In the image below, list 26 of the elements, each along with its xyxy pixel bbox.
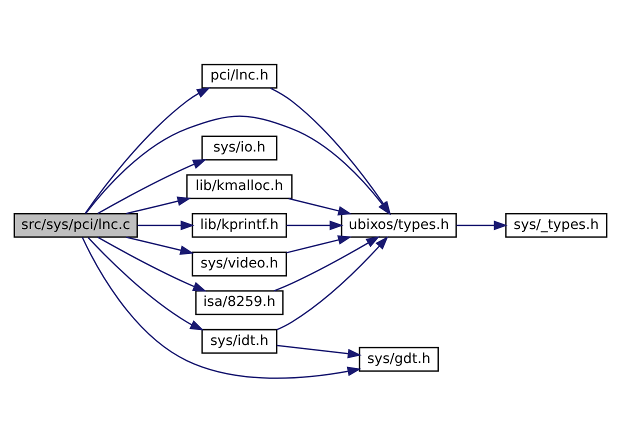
node-box: lib/kmalloc.h bbox=[186, 174, 293, 200]
arrow bbox=[97, 236, 207, 292]
arrow bbox=[276, 236, 388, 330]
node-box: sys/io.h bbox=[201, 136, 278, 160]
arrow bbox=[126, 196, 192, 214]
arrow bbox=[84, 87, 211, 214]
arrow bbox=[286, 220, 344, 230]
arrow bbox=[138, 220, 194, 230]
node-box: sys/_types.h bbox=[505, 212, 608, 238]
node-box: lib/kprintf.h bbox=[192, 212, 288, 238]
node-box: isa/8259.h bbox=[195, 290, 284, 316]
node-box: sys/gdt.h bbox=[358, 346, 439, 372]
arrow bbox=[456, 220, 508, 230]
node-box: sys/idt.h bbox=[201, 328, 278, 354]
node-box: ubixos/types.h bbox=[340, 212, 457, 238]
arrow bbox=[288, 198, 352, 216]
arrow bbox=[276, 344, 362, 358]
arrow bbox=[82, 237, 362, 379]
arrow bbox=[286, 235, 352, 254]
node-box: src/sys/pci/lnc.c bbox=[14, 212, 138, 238]
node-box: pci/lnc.h bbox=[201, 64, 278, 89]
arrow bbox=[97, 159, 207, 214]
arrow bbox=[126, 236, 194, 255]
arrow bbox=[274, 236, 380, 292]
node-box: sys/video.h bbox=[192, 252, 288, 276]
arrow bbox=[88, 237, 204, 331]
